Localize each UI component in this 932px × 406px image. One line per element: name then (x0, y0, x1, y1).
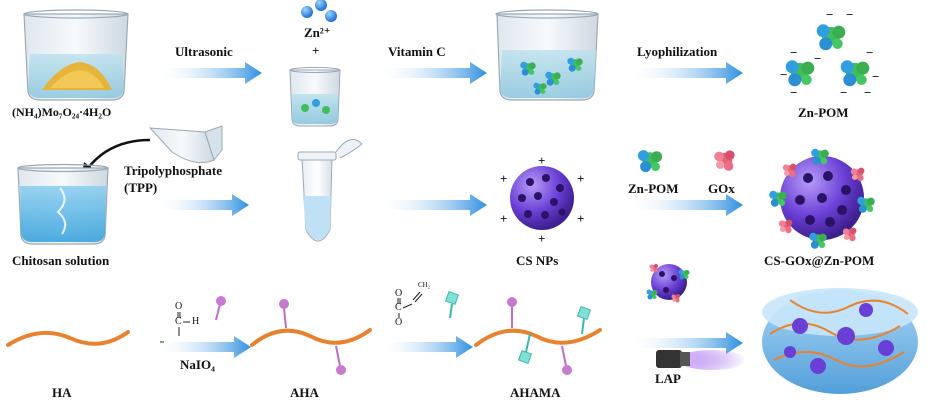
tpp-label-line2: (TPP) (124, 180, 158, 195)
ahama-chain (474, 297, 602, 375)
aha-chain (250, 299, 372, 375)
cs-gox-zn-pom-label: CS-GOx@Zn-POM (764, 253, 875, 268)
arrow-methacrylation (382, 336, 473, 358)
centrifuge-tube (297, 139, 363, 242)
aldehyde-structure (177, 312, 190, 336)
arrow-naio4 (160, 336, 251, 358)
aldehyde-icon (215, 296, 226, 321)
charge-minus: − (864, 85, 872, 100)
beaker-chitosan (17, 163, 109, 245)
methacrylate-structure (397, 291, 423, 318)
ha-chain (6, 330, 130, 347)
gox-label: GOx (708, 181, 735, 196)
methacrylate-c: C (395, 302, 402, 313)
lyophilization-label: Lyophilization (637, 44, 718, 59)
small-beaker-mixture (289, 67, 341, 127)
hydrogel-network (762, 288, 918, 394)
tpp-label-line1: Tripolyphosphate (124, 163, 223, 178)
charge-plus: + (500, 171, 508, 186)
methacrylate-o: O (395, 317, 403, 328)
arrow-lyophilization (632, 62, 743, 84)
beaker-molybdate (23, 9, 129, 101)
vitamin-c-label: Vitamin C (388, 44, 446, 59)
zn-ion-label: Zn²⁺ (304, 25, 331, 40)
aldehyde-h: H (192, 316, 200, 327)
arrow-loading (632, 194, 743, 216)
cs-nps-label: CS NPs (516, 253, 559, 268)
ultrasonic-label: Ultrasonic (175, 44, 233, 59)
chitosan-label: Chitosan solution (12, 253, 110, 268)
cs-gox-zn-pom-particle (769, 148, 875, 249)
charge-plus: + (577, 171, 585, 186)
charge-minus: − (790, 45, 798, 60)
pour-arrow (87, 138, 151, 169)
charge-plus: + (538, 153, 546, 168)
arrow-ultrasonic (160, 62, 262, 84)
arrow-tpp (160, 194, 249, 216)
aha-label: AHA (290, 385, 319, 400)
charge-minus: − (780, 67, 788, 82)
zn-pom-clusters (785, 24, 870, 87)
charge-minus: − (790, 85, 798, 100)
charge-minus: − (866, 45, 874, 60)
arrow-crosslinking (632, 332, 743, 354)
flask-tpp (148, 125, 223, 164)
nanoparticle-small (646, 264, 690, 303)
naio4-label: NaIO₄ (180, 357, 215, 372)
zn-pom-label: Zn-POM (798, 105, 849, 120)
methacrylate-icon (444, 290, 460, 319)
aldehyde-c: C (175, 316, 182, 327)
charge-plus: + (577, 211, 585, 226)
charge-minus: − (846, 7, 854, 22)
molybdate-label: (NH₄)Mo₇O₂₄·4H₂O (12, 105, 112, 119)
lap-label: LAP (655, 371, 681, 386)
charge-minus: − (872, 69, 880, 84)
zn-ion-icon (301, 0, 337, 22)
charge-minus: − (814, 51, 822, 66)
beaker-pom-suspension (495, 9, 599, 101)
methacrylate-o-top: O (395, 288, 403, 299)
charge-plus: + (538, 231, 546, 246)
charge-minus: − (826, 7, 834, 22)
uv-lamp-icon (656, 350, 746, 370)
ha-label: HA (52, 385, 72, 400)
methacrylate-ch2: CH₂ (418, 281, 431, 289)
arrow-vitamin-c (382, 62, 487, 84)
cs-nanoparticle (510, 166, 574, 230)
plus-sign: + (312, 43, 320, 58)
charge-plus: + (500, 211, 508, 226)
aldehyde-o: O (175, 301, 183, 312)
zn-pom-additive-label: Zn-POM (628, 181, 679, 196)
arrow-to-cs-nps (382, 194, 487, 216)
charge-minus: − (840, 85, 848, 100)
ahama-label: AHAMA (510, 385, 561, 400)
